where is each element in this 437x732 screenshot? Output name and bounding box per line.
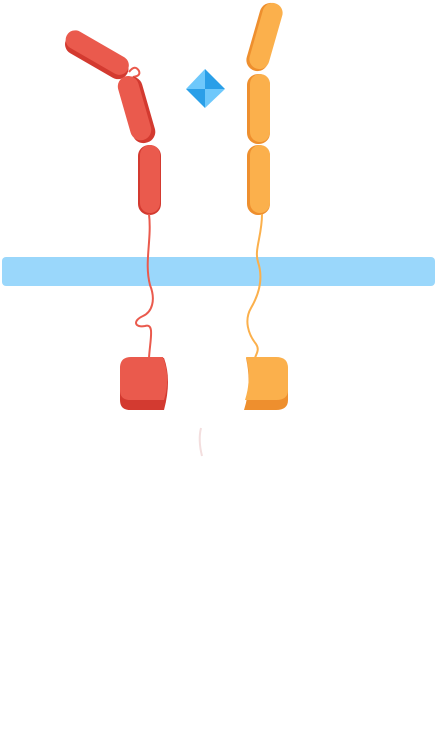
- kinase-domain-orange: [244, 357, 288, 410]
- red-segment-1: [65, 30, 129, 80]
- red-segment-3: [138, 145, 161, 215]
- orange-segment-3: [247, 145, 270, 215]
- orange-segment-2: [247, 74, 270, 144]
- receptor-monomer-orange: [244, 2, 288, 410]
- red-hinge-loop: [128, 66, 141, 78]
- cell-membrane: [2, 257, 435, 286]
- orange-transmembrane-linker: [246, 213, 263, 359]
- receptor-monomer-red: [65, 30, 168, 410]
- red-transmembrane-linker: [135, 213, 154, 359]
- ligand-diamond-icon: [186, 69, 225, 108]
- red-segment-2: [117, 76, 156, 144]
- kinase-domain-red: [120, 357, 168, 410]
- faint-mark: [198, 427, 203, 457]
- orange-segment-1: [246, 2, 283, 72]
